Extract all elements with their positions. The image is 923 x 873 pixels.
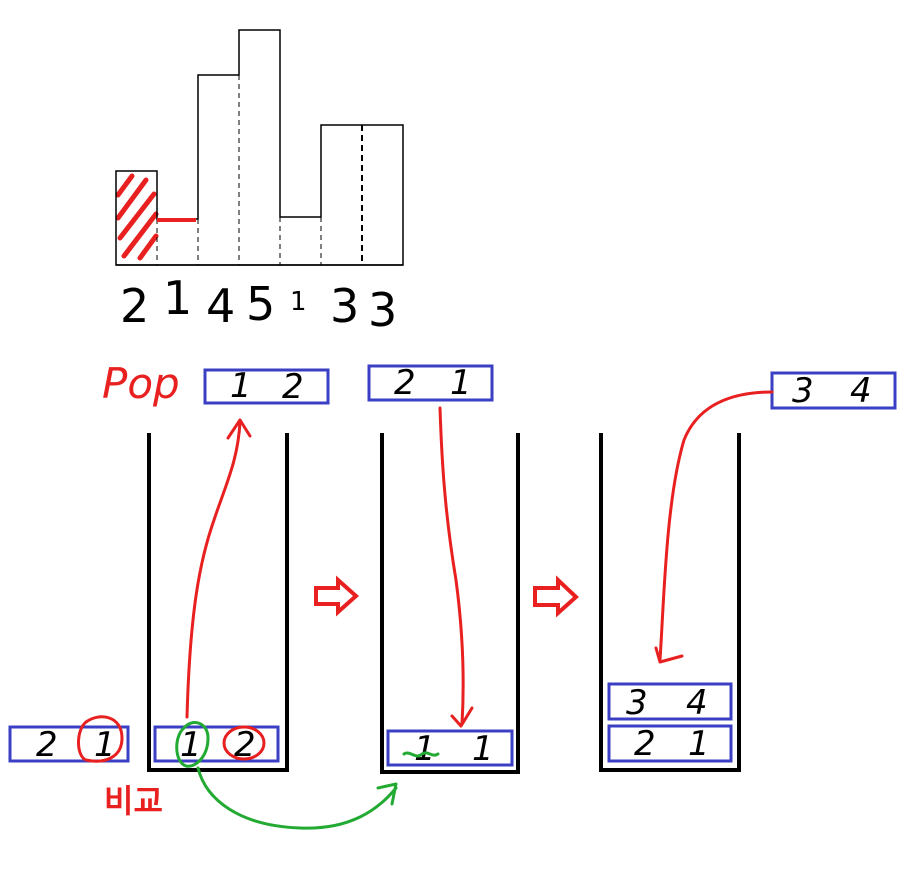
stacks [147, 433, 741, 774]
push-arrow-3 [658, 390, 774, 662]
pair-box-stack3-top [607, 682, 733, 721]
pair-box-stack2 [386, 729, 514, 767]
bar-label: 1 [290, 287, 307, 317]
pair-value: 1 [688, 724, 710, 764]
histogram-outline [115, 29, 404, 266]
pair-value: 2 [36, 725, 58, 765]
next-step-arrow-icon [314, 575, 360, 617]
pair-value: 2 [234, 725, 256, 765]
pair-box-popped [203, 368, 330, 405]
pair-boxes [8, 364, 897, 767]
bar-label: 1 [163, 271, 192, 325]
pair-value: 2 [282, 367, 304, 407]
pair-box-stack1 [153, 725, 280, 763]
pair-box-stack3-bottom [607, 724, 733, 763]
pair-box-incoming3 [770, 371, 897, 410]
pair-value: 1 [180, 725, 202, 765]
compare-label: 비교 [104, 782, 163, 820]
stack-3 [599, 433, 741, 772]
histogram-dividers [156, 75, 322, 265]
pair-value: 2 [394, 363, 416, 403]
pair-value: 2 [634, 724, 656, 764]
histogram-labels: 2 1 4 5 1 3 3 [120, 271, 397, 337]
bar-label: 3 [330, 279, 359, 333]
pair-box-outside-left [8, 725, 130, 763]
pair-value: 1 [414, 729, 436, 769]
hatch-first-bar [115, 173, 159, 261]
histogram: 2 1 4 5 1 3 3 [115, 29, 404, 337]
bar-label: 5 [246, 277, 275, 331]
green-arrow [175, 721, 440, 830]
pop-arrow-head [226, 418, 252, 440]
green-arrow-head [376, 782, 398, 806]
pair-value: 1 [472, 729, 494, 769]
next-step-arrow-icon [533, 575, 579, 618]
pair-value: 1 [94, 725, 116, 765]
push-arrow-2-head [450, 706, 474, 728]
pop-label: Pop [102, 359, 180, 408]
pair-values: 2 1 1 2 1 2 2 1 1 1 3 4 3 4 2 1 [36, 363, 872, 769]
pop-arrow [185, 420, 242, 719]
green-underline [402, 751, 440, 758]
green-circle [175, 721, 210, 768]
pair-value: 3 [792, 371, 814, 411]
pair-value: 3 [626, 683, 648, 723]
circle-stack1-value [222, 725, 266, 761]
stack-2 [380, 433, 520, 774]
red-arrows [185, 390, 774, 728]
step-arrows [314, 575, 579, 618]
compare-markers [77, 715, 266, 763]
push-arrow-2 [438, 406, 465, 726]
pair-box-incoming2 [367, 364, 494, 402]
pair-value: 4 [850, 371, 872, 411]
push-arrow-3-head [654, 646, 684, 664]
pair-value: 1 [230, 366, 252, 406]
green-curve [196, 766, 398, 830]
bar-label: 4 [206, 279, 235, 333]
bar-label: 2 [120, 279, 149, 333]
stack-1 [147, 433, 289, 772]
pair-value: 1 [450, 363, 472, 403]
circle-outside-value [77, 715, 124, 763]
bar-label: 3 [368, 283, 397, 337]
pair-value: 4 [686, 683, 708, 723]
